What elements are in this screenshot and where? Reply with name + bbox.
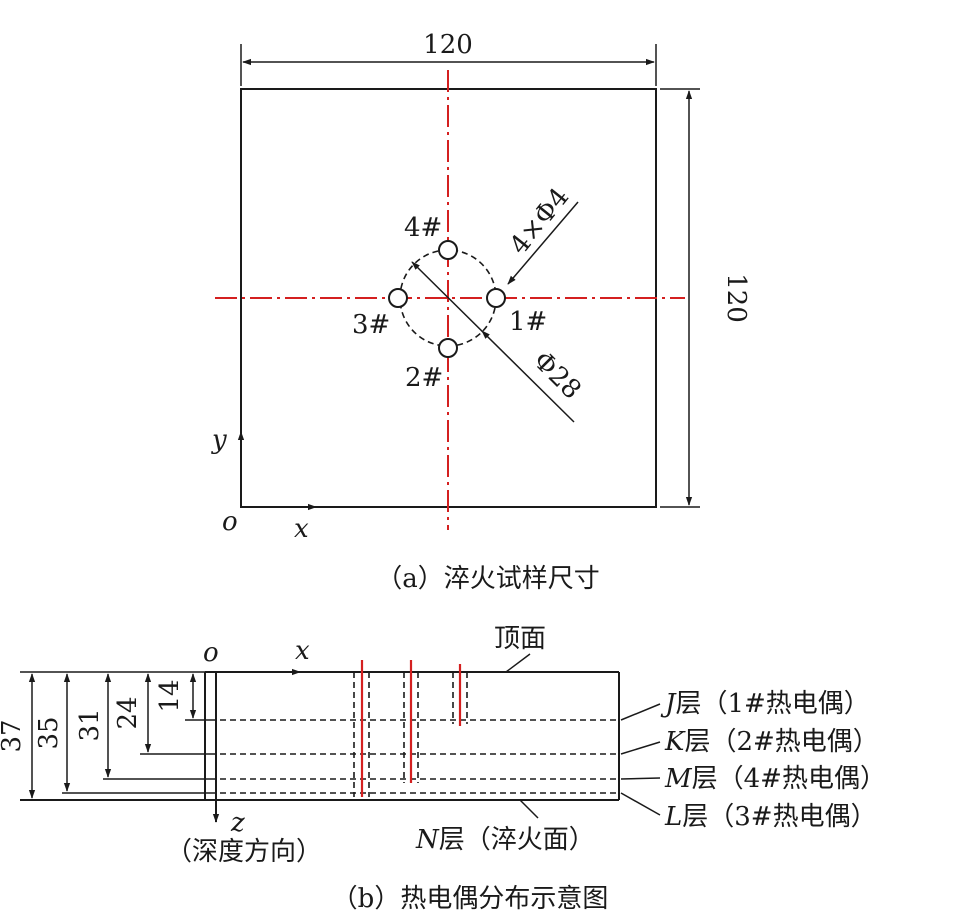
dimension-label-37: 37 bbox=[0, 719, 27, 752]
layer-label-n: N层（淬火面） bbox=[415, 825, 595, 855]
hole-3 bbox=[388, 288, 408, 308]
hole-2 bbox=[438, 338, 458, 358]
y-axis-label: y bbox=[211, 425, 227, 455]
circle-spec-label: Φ28 bbox=[527, 346, 587, 406]
hole-label-4: 4# bbox=[404, 213, 442, 243]
depth-direction-label: （深度方向） bbox=[166, 837, 322, 867]
layer-label-j: J层（1#热电偶） bbox=[660, 689, 870, 719]
z-axis-label: z bbox=[230, 808, 245, 838]
part-a-top-view: 120 120 1# 2# 3# 4# 4×Φ4 Φ28 y o x （a bbox=[211, 30, 751, 594]
hole-label-3: 3# bbox=[352, 310, 390, 340]
layer-label-k: K层（2#热电偶） bbox=[664, 727, 879, 757]
dimension-label-14: 14 bbox=[155, 679, 185, 712]
top-face-label: 顶面 bbox=[494, 624, 546, 654]
layer-label-m: M层（4#热电偶） bbox=[664, 764, 886, 794]
x-axis-label-b: x bbox=[295, 636, 310, 666]
hole-4 bbox=[438, 240, 458, 260]
dimension-label-35: 35 bbox=[34, 716, 64, 749]
hole-spec-leader bbox=[507, 201, 579, 285]
hole-label-1: 1# bbox=[509, 307, 547, 337]
part-b-section-view: o x z （深度方向） 顶面 14 24 31 35 37 J层（1#热电偶）… bbox=[0, 624, 886, 914]
origin-label: o bbox=[222, 507, 238, 537]
width-dimension-label: 120 bbox=[423, 30, 473, 60]
dimension-label-31: 31 bbox=[75, 708, 105, 741]
x-axis-label: x bbox=[294, 514, 309, 544]
caption-a: （a）淬火试样尺寸 bbox=[376, 564, 600, 594]
layer-label-l: L层（3#热电偶） bbox=[664, 802, 877, 832]
circle-spec-leader bbox=[411, 261, 575, 423]
height-dimension-label: 120 bbox=[721, 273, 751, 323]
caption-b: （b）热电偶分布示意图 bbox=[332, 884, 609, 914]
hole-label-2: 2# bbox=[405, 363, 443, 393]
dimension-label-24: 24 bbox=[113, 696, 143, 729]
hole-1 bbox=[486, 288, 506, 308]
origin-label-b: o bbox=[203, 638, 219, 668]
hole-spec-label: 4×Φ4 bbox=[504, 182, 575, 260]
